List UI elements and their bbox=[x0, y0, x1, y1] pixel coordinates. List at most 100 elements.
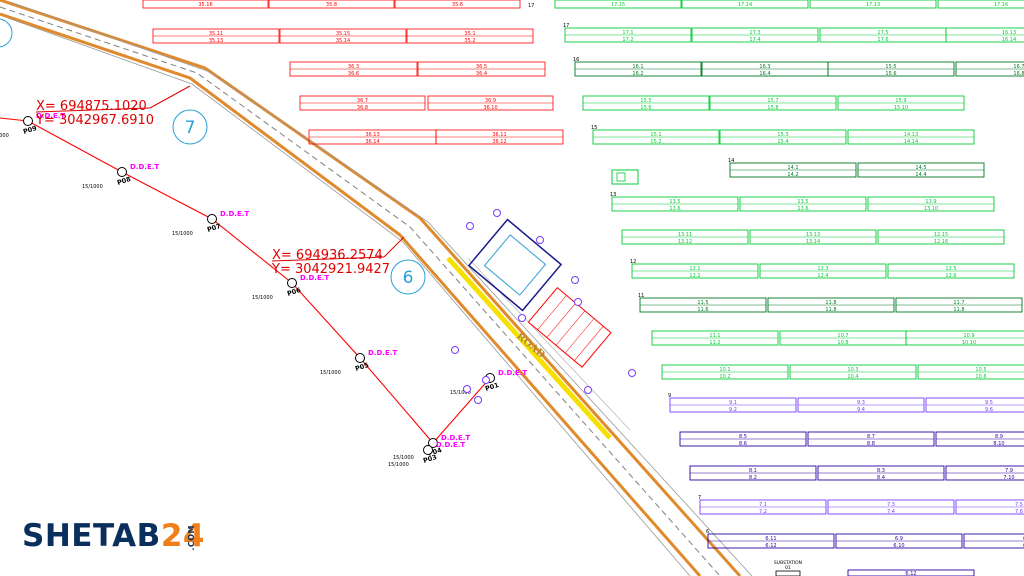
red-cable-block-label: 36.11 bbox=[492, 132, 506, 138]
purple-cable-block-label: 7.10 bbox=[1003, 475, 1014, 481]
pole-tag-label: D.D.E.T bbox=[368, 349, 397, 357]
green-cable-block-label: 12.5 bbox=[945, 266, 956, 272]
green-cable-block-label: 12.6 bbox=[945, 273, 956, 279]
section-number-label: 16 bbox=[573, 57, 579, 63]
green-cable-block-label: 13.6 bbox=[797, 206, 808, 212]
coord-x-label: X= 694936.2574 bbox=[272, 248, 383, 263]
equipment-node bbox=[518, 314, 526, 322]
transformer-grid-line bbox=[537, 295, 567, 330]
purple-cable-block-label: 9.2 bbox=[729, 407, 737, 413]
pole-rating-label: 15/1000 bbox=[172, 231, 193, 237]
pole-marker bbox=[423, 445, 433, 455]
road-centerline bbox=[0, 6, 721, 576]
green-cable-block-label: 15.5 bbox=[885, 64, 896, 70]
power-line-route bbox=[0, 117, 434, 444]
green-cable-block-label: 11.7 bbox=[953, 300, 964, 306]
green-cable-block-label: 10.10 bbox=[962, 340, 976, 346]
green-cable-block-label: 12.3 bbox=[817, 266, 828, 272]
transformer-grid-line bbox=[564, 318, 595, 354]
purple-cable-block-label: 7.5 bbox=[1015, 502, 1023, 508]
green-cable-block-label: 13.13 bbox=[806, 232, 820, 238]
road-shoulder-right bbox=[9, 1, 753, 576]
green-cable-block bbox=[554, 0, 682, 9]
pole-id-label: P03 bbox=[422, 453, 438, 465]
green-cable-block-label: 17.16 bbox=[994, 2, 1008, 8]
red-cable-block-label: 36.9 bbox=[485, 98, 496, 104]
purple-cable-block-label: 8.7 bbox=[867, 434, 875, 440]
green-cable-block-label: 11.5 bbox=[697, 300, 708, 306]
pole-marker bbox=[428, 438, 438, 448]
green-cable-block-label: 10.1 bbox=[719, 367, 730, 373]
red-cable-block-label: 36.13 bbox=[365, 132, 379, 138]
green-cable-block-label: 11.2 bbox=[709, 340, 720, 346]
green-cable-block-label: 12.2 bbox=[689, 273, 700, 279]
red-cable-block bbox=[394, 0, 521, 9]
green-cable-block-label: 15.4 bbox=[777, 139, 788, 145]
red-cable-block-label: 36.14 bbox=[365, 139, 379, 145]
pole-rating-label: 15/1000 bbox=[320, 370, 341, 376]
purple-cable-block-label: 7.3 bbox=[887, 502, 895, 508]
section-number-label: 6 bbox=[706, 529, 709, 535]
green-cable-block-label: 10.3 bbox=[847, 367, 858, 373]
purple-cable-block-label: 9.1 bbox=[729, 400, 737, 406]
purple-cable-block-label: 8.10 bbox=[993, 441, 1004, 447]
node-bubble-number: 7 bbox=[185, 118, 196, 138]
green-cable-block-label: 17.14 bbox=[738, 2, 752, 8]
green-cable-block-label: 17.6 bbox=[877, 37, 888, 43]
power-line-branch bbox=[432, 377, 491, 444]
green-cable-block-label: 13.5 bbox=[669, 199, 680, 205]
pole-id-label: P05 bbox=[354, 361, 370, 373]
purple-cable-block-label: 8.9 bbox=[995, 434, 1003, 440]
green-cable-block-label: 16.4 bbox=[759, 71, 770, 77]
red-cable-block-label: 35.16 bbox=[198, 2, 212, 8]
pole-rating-label: 15/1000 bbox=[393, 455, 414, 461]
green-cable-block-label: 16.2 bbox=[632, 71, 643, 77]
green-cable-block-label: 10.7 bbox=[837, 333, 848, 339]
green-cable-block-label: 17.2 bbox=[622, 37, 633, 43]
red-cable-block-label: 36.10 bbox=[483, 105, 497, 111]
transformer-grid-line bbox=[555, 310, 586, 346]
node-bubble-partial bbox=[0, 18, 13, 48]
green-cable-block bbox=[937, 0, 1024, 9]
green-cable-block-label: 11.1 bbox=[709, 333, 720, 339]
node-bubble bbox=[390, 259, 426, 295]
red-cable-block-label: 35.6 bbox=[452, 2, 463, 8]
red-cable-block-label: 35.11 bbox=[209, 31, 223, 37]
purple-cable-block-label: 7.2 bbox=[759, 509, 767, 515]
green-cable-block-label: 12.16 bbox=[934, 239, 948, 245]
coord-leader bbox=[35, 107, 151, 113]
section-number-label: 15 bbox=[591, 125, 597, 131]
pole-marker bbox=[287, 278, 297, 288]
green-cable-block-label: 15.5 bbox=[640, 98, 651, 104]
substation-label: SUBSTATION bbox=[774, 560, 802, 566]
green-cable-block-label: 11.8 bbox=[825, 300, 836, 306]
green-cable-block-label: 12.4 bbox=[817, 273, 828, 279]
pole-tag-label: D.D.E.T bbox=[36, 112, 65, 120]
section-number-label: 14 bbox=[728, 158, 734, 164]
green-cable-block-label: 12.15 bbox=[934, 232, 948, 238]
red-cable-block-label: 36.4 bbox=[476, 71, 487, 77]
pole-tag-label: D.D.E.T bbox=[498, 369, 527, 377]
red-cable-block-label: 36.5 bbox=[476, 64, 487, 70]
purple-cable-block bbox=[847, 569, 975, 576]
equipment-node bbox=[482, 376, 490, 384]
green-cable-block-label: 14.1 bbox=[787, 165, 798, 171]
section-number-label: 13 bbox=[610, 192, 616, 198]
green-cable-block-label: 16.1 bbox=[632, 64, 643, 70]
purple-cable-block-label: 6.12 bbox=[765, 543, 776, 549]
green-cable-block-label: 10.8 bbox=[837, 340, 848, 346]
purple-cable-block-label: 8.3 bbox=[877, 468, 885, 474]
logo-suffix: .COM bbox=[187, 525, 196, 551]
section-number-label: 7 bbox=[698, 495, 701, 501]
green-cable-block-label: 11.6 bbox=[697, 307, 708, 313]
red-cable-block-label: 36.12 bbox=[492, 139, 506, 145]
green-cable-block-label: 16.7 bbox=[1013, 64, 1024, 70]
purple-cable-block-label: 6.9 bbox=[895, 536, 903, 542]
section-number-label: 12 bbox=[630, 259, 636, 265]
green-cable-block-label: 10.4 bbox=[847, 374, 858, 380]
pole-marker bbox=[117, 167, 127, 177]
green-cable-block-label: 13.9 bbox=[925, 199, 936, 205]
equipment-node bbox=[574, 298, 582, 306]
purple-cable-block-label: 8.4 bbox=[877, 475, 885, 481]
